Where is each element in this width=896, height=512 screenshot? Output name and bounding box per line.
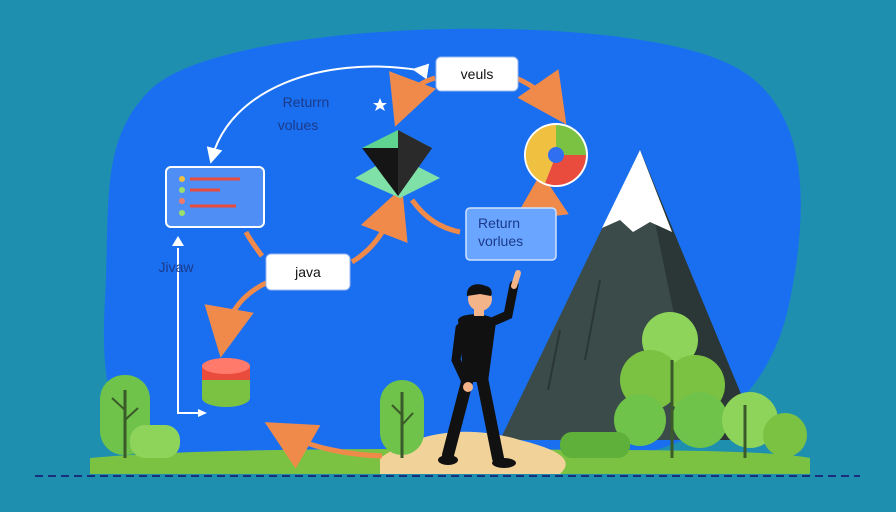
tree-right-group [560,312,807,458]
return-values-left-label: Returrn volues [278,94,330,133]
arrow-bottom-return [264,422,383,469]
java-box: java [265,253,351,291]
pie-chart-icon [524,123,588,187]
veuls-label: veuls [461,66,494,82]
return-values-left-line1: Returrn [283,94,330,110]
java-label: java [294,264,321,280]
side-up-arrow [172,236,184,246]
arrow-card-down [243,230,265,258]
side-right-arrow [198,409,207,417]
database-icon [202,358,250,407]
return-values-right-line1: Return [478,215,520,231]
arrow-veuls-to-pie [514,69,567,125]
arrow-java-to-cylinder [204,279,270,358]
pyramid-icon [355,130,440,198]
arrow-veuls-to-prism [389,71,436,127]
person-figure [438,270,521,468]
tree-left [100,375,180,458]
jivaw-label: Jivaw [158,259,194,275]
list-card-icon [165,166,265,228]
arrow-java-to-prism [350,187,408,265]
side-connector-line [177,248,200,414]
return-values-right-box: Return vorlues [465,207,557,261]
return-values-right-line2: vorlues [478,233,523,249]
snow-cap [602,150,672,232]
return-values-left-line2: volues [278,117,318,133]
veuls-box: veuls [435,56,519,92]
sand-path [380,431,566,474]
star-icon [373,98,387,111]
return-arc-arrow [206,63,430,164]
arrow-prism-to-return [409,198,461,235]
tree-middle [380,380,424,458]
